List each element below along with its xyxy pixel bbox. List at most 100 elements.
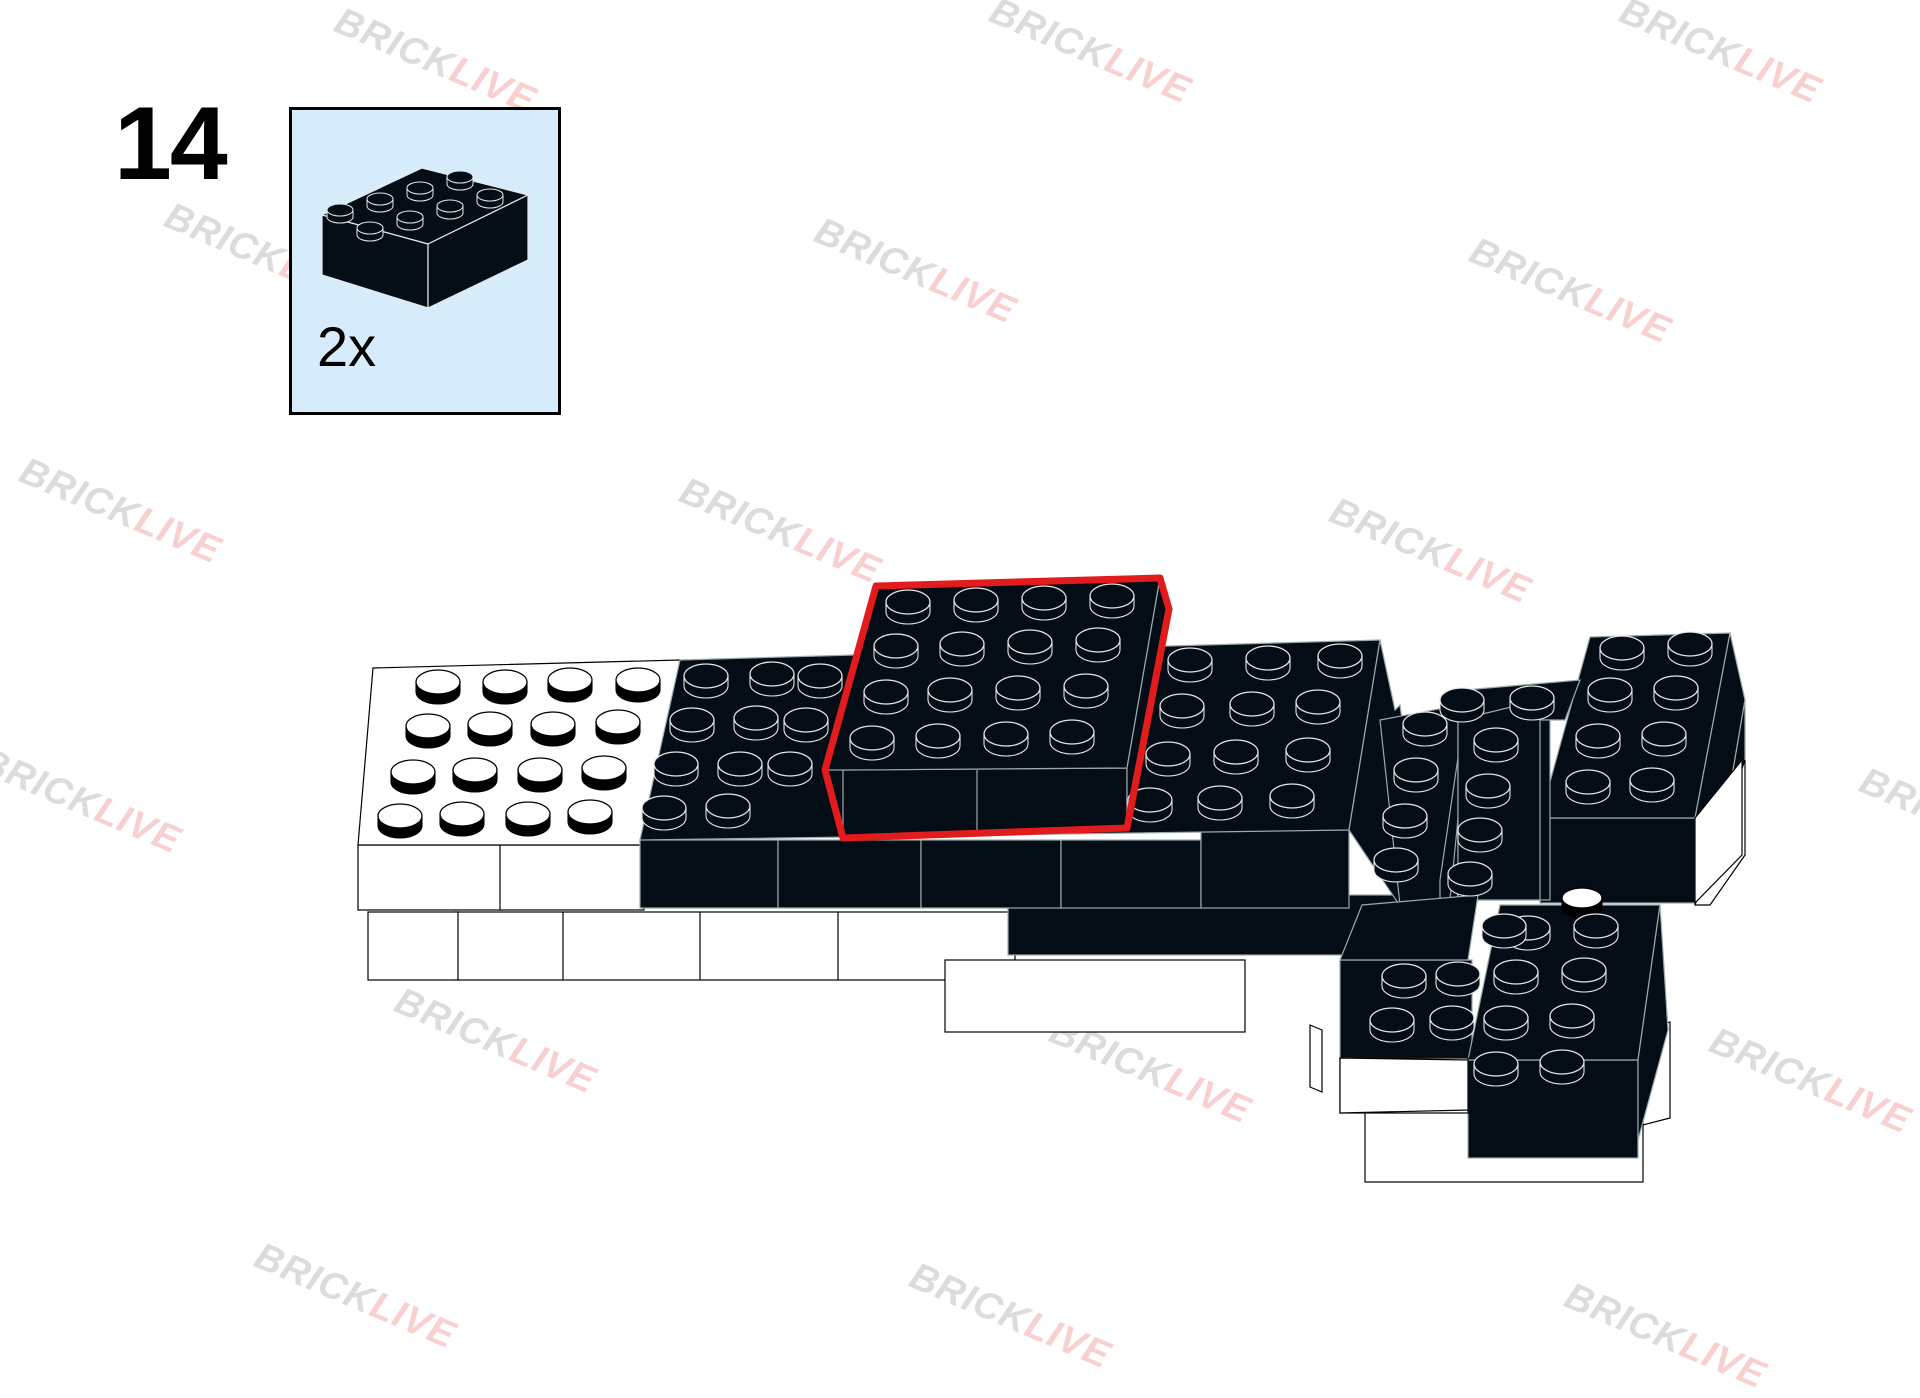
stud (1049, 719, 1095, 745)
stud (885, 589, 931, 615)
stud (547, 667, 593, 693)
stud (452, 757, 498, 783)
stud (1587, 677, 1633, 703)
stud (1575, 723, 1621, 749)
stud (1549, 1003, 1595, 1029)
stud (1457, 817, 1503, 843)
stud (1667, 631, 1713, 657)
stud (1269, 783, 1315, 809)
stud (517, 757, 563, 783)
white-brick-front (357, 844, 505, 911)
stud (1599, 635, 1645, 661)
stud (366, 192, 394, 206)
stud (749, 661, 795, 687)
stud (1473, 1051, 1519, 1077)
stud (995, 675, 1041, 701)
stud (873, 633, 919, 659)
stud (446, 170, 474, 184)
stud (1089, 583, 1135, 609)
stud (1435, 961, 1481, 987)
stud (1429, 1005, 1475, 1031)
stud (1369, 1007, 1415, 1033)
stud (1007, 629, 1053, 655)
stud (377, 803, 423, 829)
stud (1021, 585, 1067, 611)
stud (1465, 773, 1511, 799)
stud (615, 667, 661, 693)
stud (717, 751, 763, 777)
stud (705, 793, 751, 819)
stud (1317, 643, 1363, 669)
stud (1439, 687, 1485, 713)
stud (505, 801, 551, 827)
stud (1447, 861, 1493, 887)
stud (1245, 645, 1291, 671)
step-number: 14 (114, 86, 228, 202)
assembly-diagram (357, 574, 1746, 1183)
black-brick-side (1637, 904, 1669, 1141)
brick-2x4-part-icon (320, 167, 530, 309)
stud (567, 799, 613, 825)
stud (1213, 739, 1259, 765)
stud (1573, 913, 1619, 939)
stud (641, 795, 687, 821)
stud (1393, 757, 1439, 783)
black-brick-front (920, 839, 1062, 909)
stud (1629, 767, 1675, 793)
stud (467, 711, 513, 737)
stud (1167, 647, 1213, 673)
white-brick-front (1339, 1057, 1469, 1114)
stud (415, 669, 461, 695)
stud (396, 210, 424, 224)
parts-callout: 2x (289, 107, 561, 415)
stud (1641, 721, 1687, 747)
stud (482, 669, 528, 695)
stud (581, 755, 627, 781)
stud (849, 725, 895, 751)
stud (983, 721, 1029, 747)
stud (1381, 963, 1427, 989)
base-layer-white (454, 911, 1016, 981)
stud (783, 707, 829, 733)
stud (436, 199, 464, 213)
stud (1159, 693, 1205, 719)
stud (797, 663, 843, 689)
stud (1295, 689, 1341, 715)
white-brick-front (367, 911, 459, 981)
stud (1127, 787, 1173, 813)
stud (439, 801, 485, 827)
stud (863, 679, 909, 705)
stud (1561, 887, 1603, 909)
black-brick-front (777, 839, 922, 909)
stud (683, 663, 729, 689)
stud (1229, 691, 1275, 717)
stud (530, 711, 576, 737)
stud (1382, 803, 1428, 829)
base-side (1309, 1024, 1323, 1093)
stud (1509, 685, 1555, 711)
stud (1473, 727, 1519, 753)
stud (733, 705, 779, 731)
stud (653, 751, 699, 777)
stud (1493, 959, 1539, 985)
stud (326, 203, 354, 217)
stud (669, 707, 715, 733)
stud (915, 723, 961, 749)
stud (390, 759, 436, 785)
white-side (1694, 758, 1743, 905)
stud (1561, 957, 1607, 983)
stud (1653, 675, 1699, 701)
white-brick-front (499, 844, 645, 911)
stud (927, 677, 973, 703)
black-brick-front (1539, 817, 1696, 904)
stud (1285, 737, 1331, 763)
stud (1075, 627, 1121, 653)
stud (1197, 785, 1243, 811)
stud (406, 181, 434, 195)
black-brick-front (1060, 839, 1202, 909)
stud (767, 751, 813, 777)
stud (1063, 673, 1109, 699)
stud (1373, 847, 1419, 873)
stud (953, 587, 999, 613)
stud (476, 188, 504, 202)
